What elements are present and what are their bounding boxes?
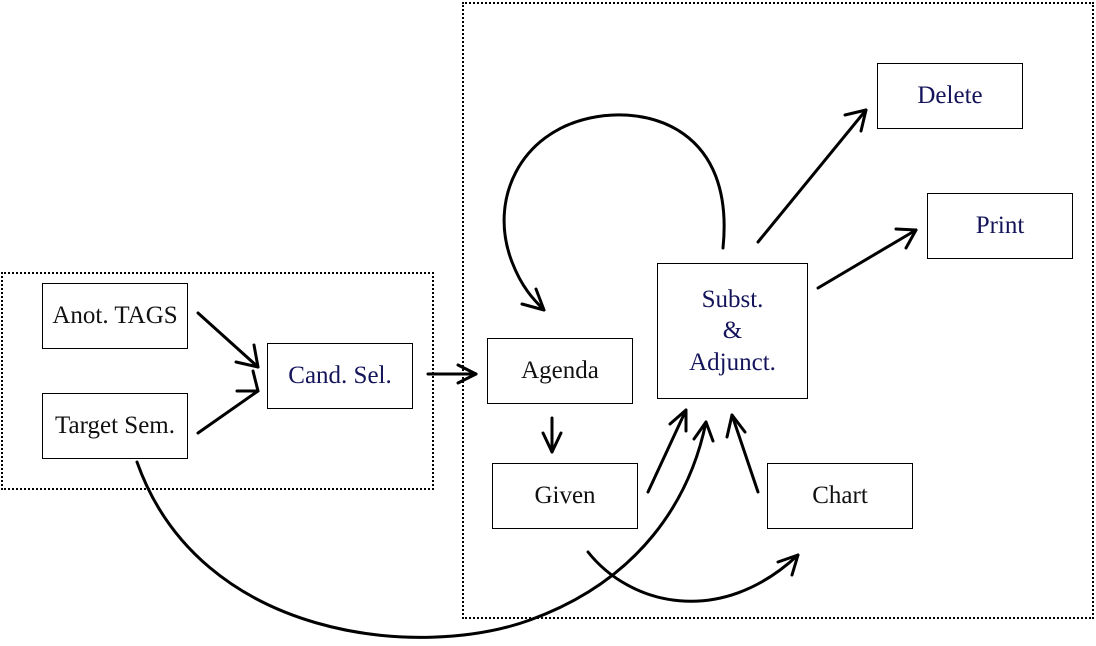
subst-adjunct-node: Subst. & Adjunct. bbox=[657, 263, 808, 399]
agenda-node: Agenda bbox=[487, 338, 633, 404]
chart-node: Chart bbox=[767, 463, 913, 529]
anot-tags-label: Anot. TAGS bbox=[52, 302, 178, 330]
chart-label: Chart bbox=[812, 482, 868, 510]
print-node: Print bbox=[927, 193, 1073, 259]
cand-sel-label: Cand. Sel. bbox=[288, 362, 392, 390]
delete-label: Delete bbox=[917, 82, 983, 110]
subst-label-line2: & bbox=[722, 317, 743, 345]
subst-label-line1: Subst. bbox=[701, 286, 764, 314]
subst-adjunct-label-group: Subst. & Adjunct. bbox=[689, 284, 776, 378]
processing-group-box bbox=[462, 2, 1094, 619]
print-label: Print bbox=[975, 212, 1025, 240]
anot-tags-node: Anot. TAGS bbox=[42, 283, 188, 349]
delete-node: Delete bbox=[877, 63, 1023, 129]
target-sem-node: Target Sem. bbox=[42, 393, 188, 459]
subst-label-line3: Adjunct. bbox=[689, 348, 776, 376]
agenda-label: Agenda bbox=[521, 357, 599, 385]
cand-sel-node: Cand. Sel. bbox=[267, 343, 413, 409]
target-sem-label: Target Sem. bbox=[55, 412, 175, 440]
given-label: Given bbox=[534, 482, 596, 510]
given-node: Given bbox=[492, 463, 638, 529]
